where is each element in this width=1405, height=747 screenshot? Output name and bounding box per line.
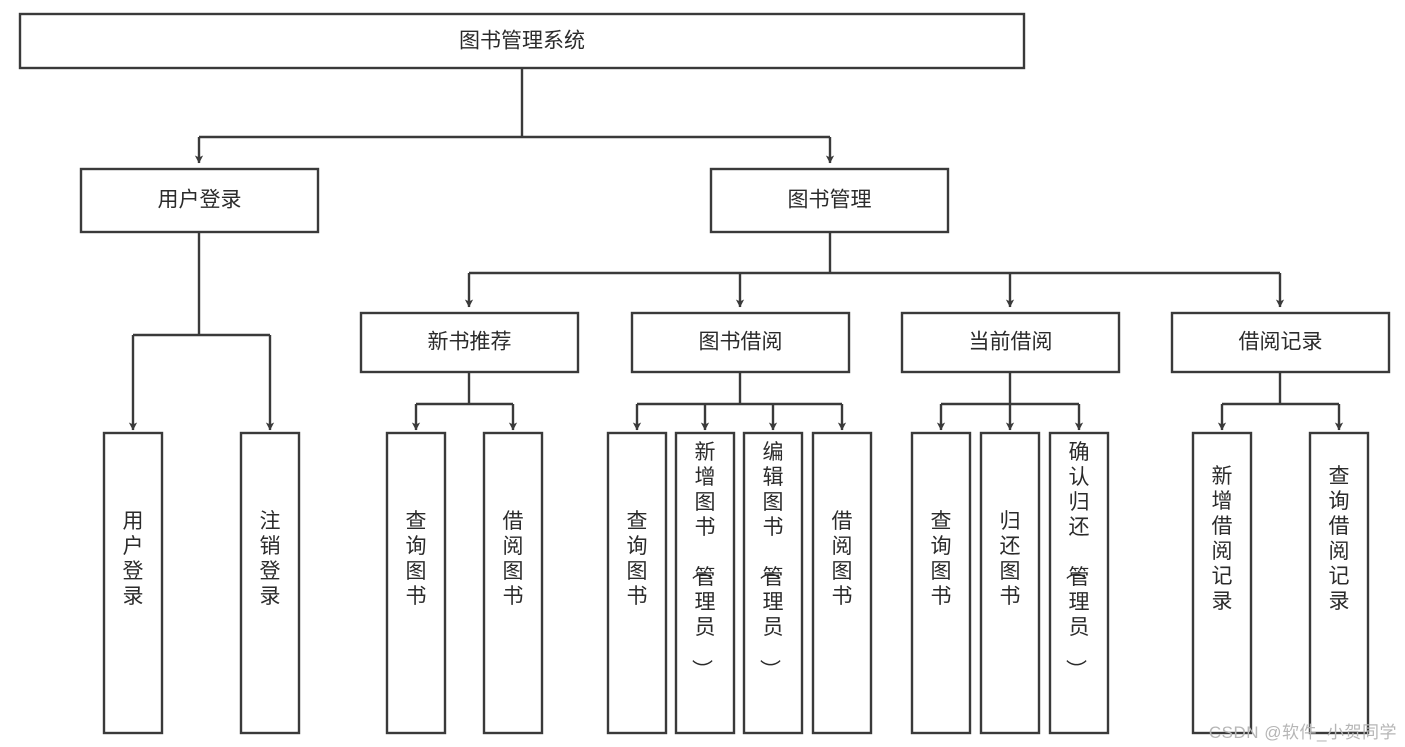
node-leaf-query-record-label: 查询借阅记录 [1329, 465, 1350, 613]
node-user-login[interactable]: 用户登录 [79, 167, 320, 234]
node-root[interactable]: 图书管理系统 [18, 12, 1026, 70]
node-current-borrow[interactable]: 当前借阅 [900, 311, 1121, 374]
node-leaf-query-record[interactable]: 查询借阅记录 [1308, 431, 1370, 735]
node-leaf-borrow-book-1-rect[interactable] [482, 431, 544, 735]
node-leaf-add-book[interactable]: 新增图书（管理员） [674, 431, 736, 735]
node-leaf-return-book-label: 归还图书 [1000, 510, 1021, 608]
node-leaf-borrow-book-1[interactable]: 借阅图书 [482, 431, 544, 735]
node-leaf-logout-login[interactable]: 注销登录 [239, 431, 301, 735]
node-leaf-user-login-label: 用户登录 [123, 510, 144, 608]
node-root-rect[interactable] [18, 12, 1026, 70]
node-leaf-logout-login-rect[interactable] [239, 431, 301, 735]
node-leaf-return-book-rect[interactable] [979, 431, 1041, 735]
node-leaf-borrow-book-2-rect[interactable] [811, 431, 873, 735]
node-borrow-record[interactable]: 借阅记录 [1170, 311, 1391, 374]
node-new-book-recommend-label: 新书推荐 [428, 331, 512, 354]
node-leaf-query-book-3[interactable]: 查询图书 [910, 431, 972, 735]
node-current-borrow-label: 当前借阅 [969, 331, 1053, 354]
node-leaf-query-book-1-label: 查询图书 [406, 510, 427, 608]
node-leaf-edit-book-rect[interactable] [742, 431, 804, 735]
node-leaf-query-book-1-rect[interactable] [385, 431, 447, 735]
node-user-login-rect[interactable] [79, 167, 320, 234]
node-book-borrow[interactable]: 图书借阅 [630, 311, 851, 374]
node-leaf-query-record-rect[interactable] [1308, 431, 1370, 735]
node-leaf-add-record-label: 新增借阅记录 [1212, 465, 1233, 613]
node-current-borrow-rect[interactable] [900, 311, 1121, 374]
node-new-book-recommend[interactable]: 新书推荐 [359, 311, 580, 374]
node-leaf-user-login-rect[interactable] [102, 431, 164, 735]
node-leaf-confirm-return-label: 确认归还（管理员） [1064, 441, 1090, 680]
node-user-login-label: 用户登录 [158, 189, 242, 212]
node-book-borrow-label: 图书借阅 [699, 331, 783, 354]
node-leaf-add-book-label: 新增图书（管理员） [690, 441, 716, 680]
node-borrow-record-label: 借阅记录 [1239, 331, 1323, 354]
node-new-book-recommend-rect[interactable] [359, 311, 580, 374]
node-leaf-borrow-book-2[interactable]: 借阅图书 [811, 431, 873, 735]
node-leaf-add-record-rect[interactable] [1191, 431, 1253, 735]
node-book-borrow-rect[interactable] [630, 311, 851, 374]
node-leaf-edit-book[interactable]: 编辑图书（管理员） [742, 431, 804, 735]
node-root-label: 图书管理系统 [459, 30, 585, 53]
node-leaf-edit-book-label: 编辑图书（管理员） [758, 441, 784, 680]
node-leaf-query-book-3-rect[interactable] [910, 431, 972, 735]
node-leaf-borrow-book-2-label: 借阅图书 [832, 510, 853, 608]
node-leaf-query-book-2-rect[interactable] [606, 431, 668, 735]
node-leaf-borrow-book-1-label: 借阅图书 [503, 510, 524, 608]
node-book-management[interactable]: 图书管理 [709, 167, 950, 234]
node-leaf-add-record[interactable]: 新增借阅记录 [1191, 431, 1253, 735]
node-leaf-query-book-2-label: 查询图书 [627, 510, 648, 608]
node-leaf-confirm-return-rect[interactable] [1048, 431, 1110, 735]
node-leaf-confirm-return[interactable]: 确认归还（管理员） [1048, 431, 1110, 735]
node-borrow-record-rect[interactable] [1170, 311, 1391, 374]
node-book-management-rect[interactable] [709, 167, 950, 234]
csdn-watermark: CSDN @软件_小贺同学 [1208, 723, 1397, 742]
node-leaf-user-login[interactable]: 用户登录 [102, 431, 164, 735]
node-book-management-label: 图书管理 [788, 189, 872, 212]
node-leaf-query-book-3-label: 查询图书 [931, 510, 952, 608]
connector-layer [128, 68, 1344, 431]
node-leaf-query-book-2[interactable]: 查询图书 [606, 431, 668, 735]
node-leaf-logout-login-label: 注销登录 [260, 510, 281, 608]
node-leaf-query-book-1[interactable]: 查询图书 [385, 431, 447, 735]
node-leaf-return-book[interactable]: 归还图书 [979, 431, 1041, 735]
node-leaf-add-book-rect[interactable] [674, 431, 736, 735]
